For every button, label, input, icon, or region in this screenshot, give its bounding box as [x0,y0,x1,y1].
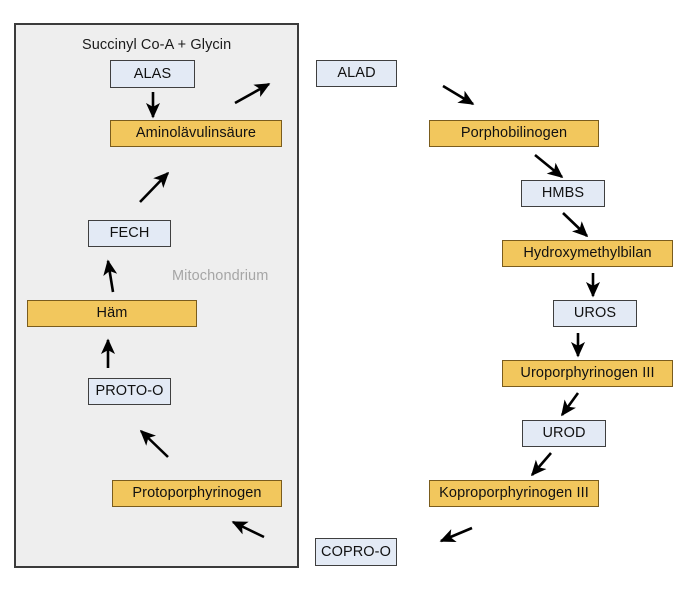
node-label: HMBS [541,185,585,202]
node-copro-o[interactable]: COPRO-O [315,538,397,566]
node-hmbs[interactable]: HMBS [521,180,605,207]
node-koproporphyrinogen-iii[interactable]: Koproporphyrinogen III [429,480,599,507]
node-label: ALAD [337,65,376,82]
node-label: Häm [96,305,128,322]
pathway-substrate-label: Succinyl Co-A + Glycin [82,37,232,53]
node-label: Koproporphyrinogen III [439,485,589,502]
node-label: UROD [542,425,586,442]
node-label: Protoporphyrinogen [132,485,262,502]
node-uroporphyrinogen-iii[interactable]: Uroporphyrinogen III [502,360,673,387]
arrow-pbg-to-hmbs [534,153,564,179]
node-label: ALAS [133,65,172,82]
arrow-kopro3-to-coproo [439,526,473,543]
node-urod[interactable]: UROD [522,420,606,447]
node-label: PROTO-O [95,383,164,400]
node-haem[interactable]: Häm [27,300,197,327]
node-porphobilinogen[interactable]: Porphobilinogen [429,120,599,147]
arrow-hmbs-to-hmb [562,212,589,238]
node-aminolaevulinsaeure[interactable]: Aminolävulinsäure [110,120,282,147]
node-label: COPRO-O [321,543,391,560]
arrow-uro3-to-urod [560,392,580,417]
node-hydroxymethylbilan[interactable]: Hydroxymethylbilan [502,240,673,267]
node-label: Aminolävulinsäure [135,125,257,142]
node-label: Porphobilinogen [460,125,568,142]
node-label: FECH [109,225,150,242]
mitochondrium-label: Mitochondrium [172,268,269,284]
node-alad[interactable]: ALAD [316,60,397,87]
arrow-alad-to-pbg [442,84,475,106]
node-fech[interactable]: FECH [88,220,171,247]
node-label: Hydroxymethylbilan [523,245,652,262]
node-uros[interactable]: UROS [553,300,637,327]
node-label: Uroporphyrinogen III [520,365,655,382]
arrow-urod-to-kopro3 [530,452,552,477]
node-label: UROS [573,305,617,322]
node-proto-o[interactable]: PROTO-O [88,378,171,405]
node-protoporphyrinogen[interactable]: Protoporphyrinogen [112,480,282,507]
node-alas[interactable]: ALAS [110,60,195,88]
